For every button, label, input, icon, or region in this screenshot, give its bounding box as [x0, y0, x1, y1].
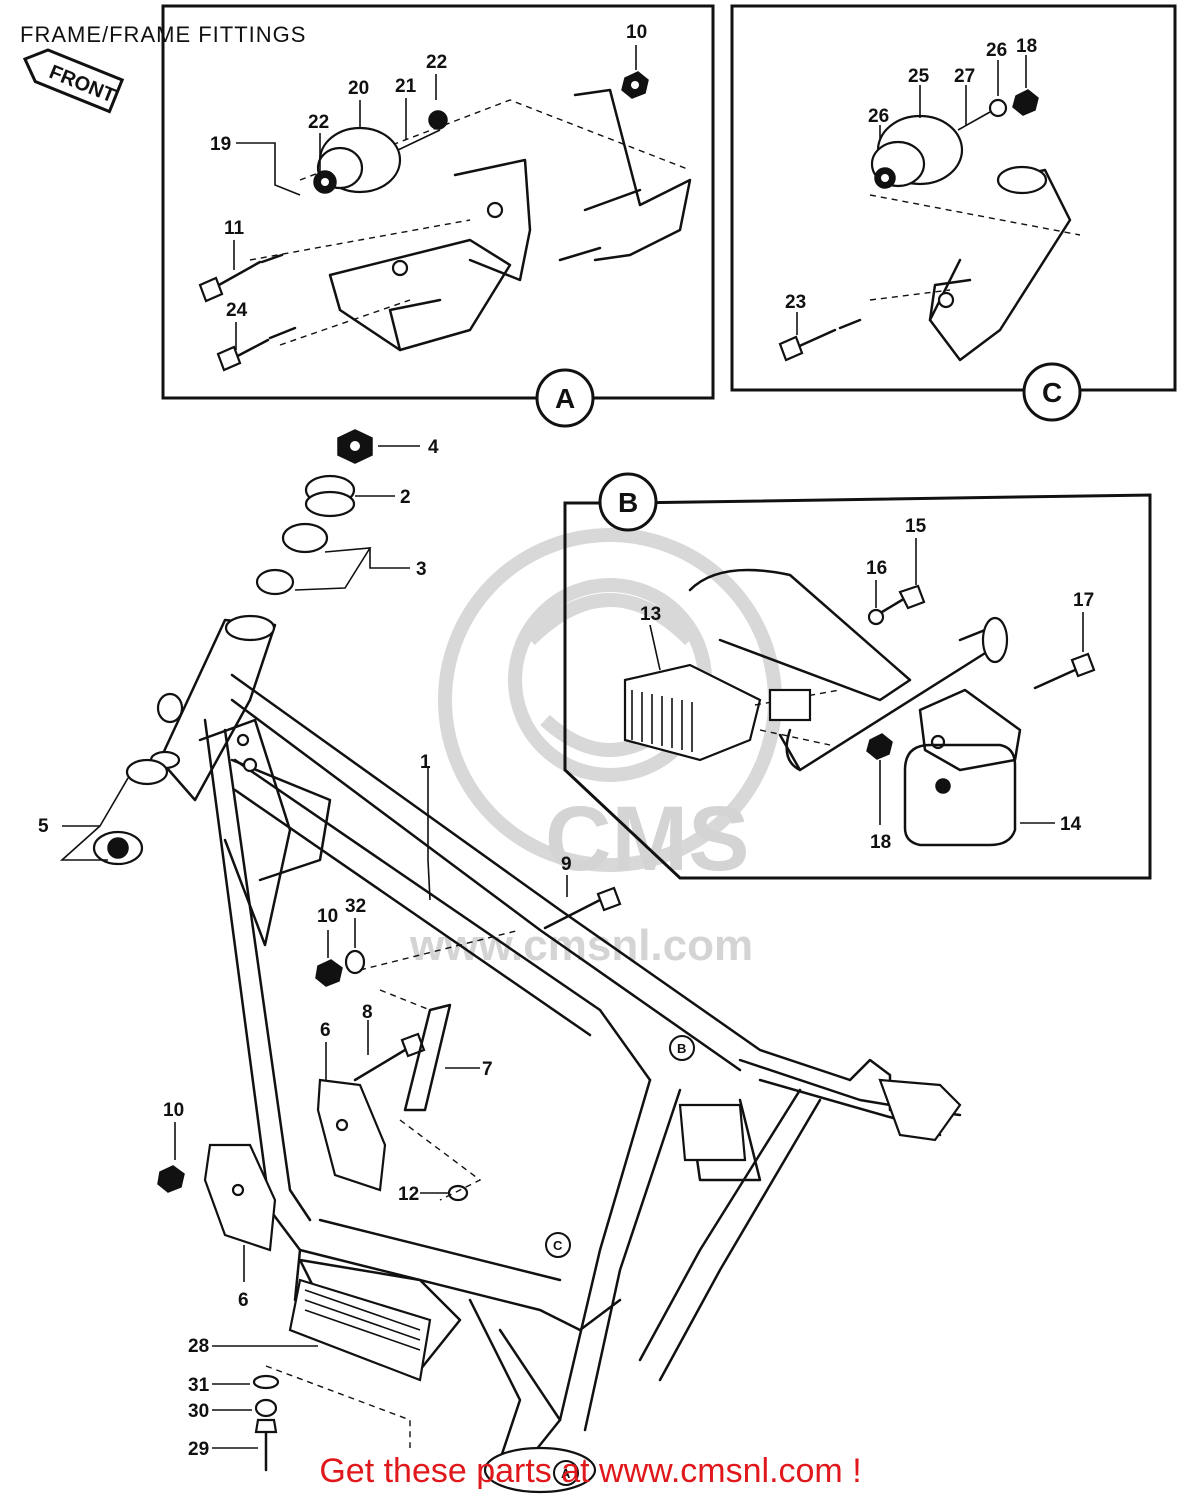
callout-8: 8	[362, 1002, 373, 1023]
callout-10-low: 10	[163, 1100, 184, 1121]
callout-c-27: 27	[954, 66, 975, 87]
callout-c-25: 25	[908, 66, 930, 87]
callout-c-26-top: 26	[986, 40, 1007, 61]
callout-c-18: 18	[1016, 36, 1037, 57]
callout-5: 5	[38, 816, 49, 837]
callout-7: 7	[482, 1059, 493, 1080]
main-frame: B C A	[149, 614, 962, 1494]
callout-c-26-left: 26	[868, 106, 889, 127]
callout-b-13: 13	[640, 604, 661, 625]
callout-a-22-top: 22	[426, 52, 447, 73]
callout-3: 3	[416, 559, 427, 580]
watermark-url: www.cmsnl.com	[409, 921, 753, 970]
inset-a: A 10 22	[161, 4, 715, 428]
callout-c-23: 23	[785, 292, 806, 313]
callout-29: 29	[188, 1439, 209, 1460]
callout-a-22-left: 22	[308, 112, 329, 133]
callout-30: 30	[188, 1401, 209, 1422]
callout-b-16: 16	[866, 558, 887, 579]
callout-b-18: 18	[870, 832, 891, 853]
inset-a-label: A	[555, 383, 575, 414]
callout-b-17: 17	[1073, 590, 1094, 611]
callout-9: 9	[561, 854, 572, 875]
callout-a-10: 10	[626, 22, 647, 43]
inset-b-label: B	[618, 487, 638, 518]
callout-32: 32	[345, 896, 366, 917]
callout-31: 31	[188, 1375, 210, 1396]
watermark-brand: CMS	[545, 788, 749, 890]
callout-4: 4	[428, 437, 439, 458]
inset-c-label: C	[1042, 377, 1062, 408]
callout-a-19: 19	[210, 134, 231, 155]
steering-head-parts	[92, 429, 373, 866]
frame-ref-c: C	[553, 1238, 563, 1253]
cmsnl-footer-link[interactable]: Get these parts at www.cmsnl.com !	[319, 1452, 862, 1490]
inset-c: C 26 18 25 27 26 23	[730, 4, 1177, 422]
callout-6-upper: 6	[320, 1020, 331, 1041]
callout-28: 28	[188, 1336, 209, 1357]
callout-2: 2	[400, 487, 411, 508]
frame-ref-a: A	[561, 1466, 571, 1481]
callout-a-21: 21	[395, 76, 417, 97]
callout-12: 12	[398, 1184, 419, 1205]
callout-1: 1	[420, 752, 431, 773]
callout-10-mid: 10	[317, 906, 338, 927]
callout-a-24: 24	[226, 300, 248, 321]
callout-b-15: 15	[905, 516, 927, 537]
callout-b-14: 14	[1060, 814, 1082, 835]
inset-b: B 15 16 17 13 18 14	[563, 472, 1152, 880]
cms-watermark: CMS www.cmsnl.com	[409, 528, 782, 970]
main-callouts: 4 2 3 1 5 9 10 32 6 8 7 10 12 6 28 31 30…	[38, 437, 622, 1472]
front-direction-tag: FRONT	[22, 48, 125, 114]
callout-6-lower: 6	[238, 1290, 249, 1311]
callout-a-20: 20	[348, 78, 369, 99]
callout-a-11: 11	[224, 218, 245, 239]
frame-ref-b: B	[677, 1041, 686, 1056]
